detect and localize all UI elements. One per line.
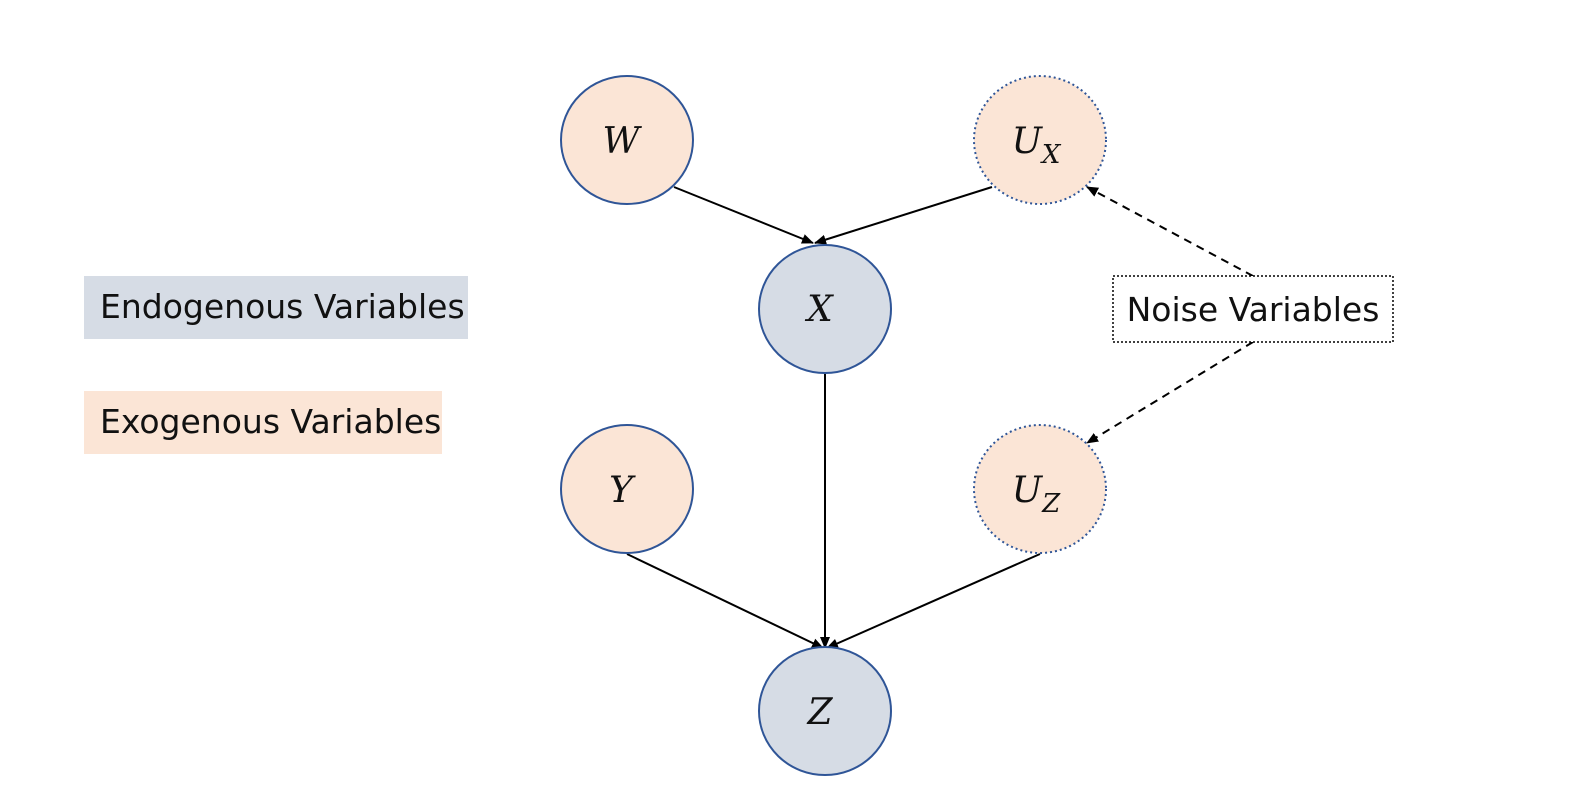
node-y-circle — [560, 424, 694, 554]
node-uz-main: U — [1012, 470, 1044, 511]
node-ux-circle — [973, 75, 1107, 205]
node-y: Y — [560, 424, 694, 554]
node-uz-circle — [973, 424, 1107, 554]
legend-endogenous: Endogenous Variables — [84, 276, 468, 339]
node-ux: UX — [973, 75, 1107, 205]
noise-variables-box: Noise Variables — [1112, 275, 1394, 343]
node-uz-label: UZ — [1012, 470, 1061, 519]
node-uz: UZ — [973, 424, 1107, 554]
edge-y-to-z — [626, 553, 824, 649]
edge-uz-to-z — [826, 553, 1041, 649]
node-ux-main: U — [1012, 121, 1044, 162]
node-ux-subscript: X — [1040, 140, 1062, 170]
node-w: W — [560, 75, 694, 205]
node-x: X — [758, 244, 892, 374]
node-x-label: X — [804, 289, 834, 330]
node-y-label: Y — [609, 470, 636, 511]
node-ux-label: UX — [1012, 121, 1062, 170]
edge-noise-to-uz — [1086, 341, 1254, 444]
node-z-label: Z — [806, 692, 833, 733]
node-x-circle — [758, 244, 892, 374]
node-w-label: W — [602, 121, 642, 162]
edge-ux-to-x — [814, 186, 993, 245]
noise-box-label: Noise Variables — [1127, 290, 1380, 329]
node-w-circle — [560, 75, 694, 205]
edge-noise-to-ux — [1086, 186, 1254, 277]
node-z: Z — [758, 646, 892, 776]
node-uz-subscript: Z — [1041, 489, 1061, 519]
node-z-circle — [758, 646, 892, 776]
legend-exogenous: Exogenous Variables — [84, 391, 442, 454]
noise-box-frame — [1112, 275, 1394, 343]
edge-w-to-x — [673, 186, 814, 244]
